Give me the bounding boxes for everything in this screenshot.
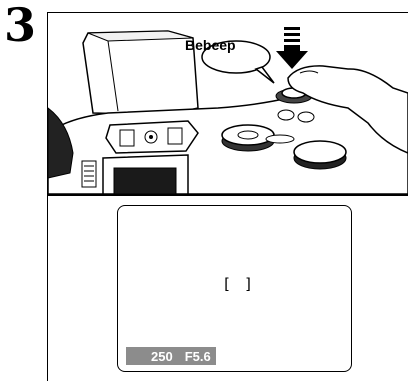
divider-line [48, 194, 408, 196]
exposure-readout-bar: 250 F5.6 [126, 347, 216, 365]
lcd-screen: [ ] 250 F5.6 [117, 205, 352, 372]
aperture-value: F5.6 [185, 349, 211, 364]
bebeep-label: Bebeep [185, 37, 236, 53]
camera-illustration: Bebeep [48, 13, 408, 194]
popup-flash [83, 31, 198, 115]
af-frame-indicator: [ ] [222, 275, 255, 293]
shutter-speed-value: 250 [151, 349, 173, 364]
down-arrow-icon [276, 27, 308, 69]
step-number: 3 [4, 2, 36, 48]
